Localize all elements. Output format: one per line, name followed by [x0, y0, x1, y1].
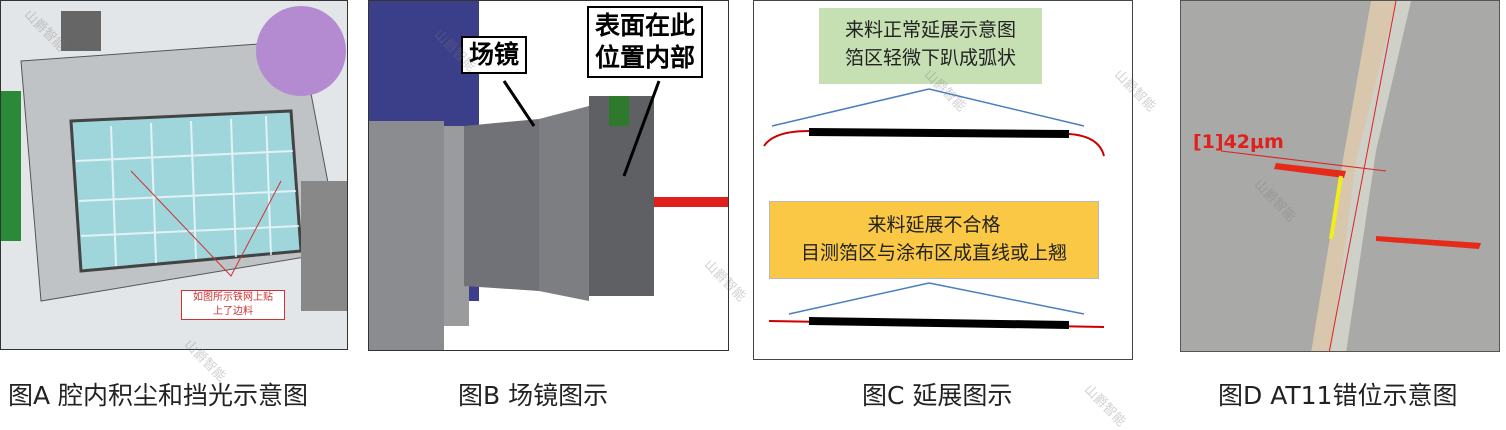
figure-c-extension-diagram: 来料正常延展示意图 箔区轻微下趴成弧状 来料延展不合格 目测箔区与涂布区成直线或… [753, 0, 1133, 360]
watermark: 山爵智能 [1080, 382, 1129, 430]
label-surface-line-1: 表面在此 [595, 11, 696, 40]
label-surface-position: 表面在此 位置内部 [587, 6, 704, 78]
measurement-label: [1]42μm [1193, 131, 1284, 153]
lens-illustration [369, 1, 728, 350]
note-line-2: 上了边料 [213, 306, 253, 317]
caption-c: 图C 延展图示 [862, 381, 1013, 410]
figure-d-misalignment-image: [1]42μm [1180, 0, 1500, 352]
normal-line-1: 来料正常延展示意图 [844, 19, 1016, 41]
normal-extension-box: 来料正常延展示意图 箔区轻微下趴成弧状 [819, 8, 1042, 84]
micrograph-illustration [1220, 1, 1481, 351]
figure-a-chamber-image: 如图所示铁网上贴 上了边料 [0, 0, 348, 350]
chamber-illustration [1, 1, 347, 349]
caption-b: 图B 场镜图示 [458, 381, 609, 410]
bad-line-1: 来料延展不合格 [867, 214, 1001, 236]
caption-d: 图D AT11错位示意图 [1218, 381, 1458, 410]
caption-a: 图A 腔内积尘和挡光示意图 [8, 381, 309, 410]
normal-line-2: 箔区轻微下趴成弧状 [844, 47, 1016, 69]
note-line-1: 如图所示铁网上贴 [193, 292, 273, 303]
unqualified-extension-box: 来料延展不合格 目测箔区与涂布区成直线或上翘 [769, 201, 1099, 279]
figure-b-lens-image: 场镜 表面在此 位置内部 [368, 0, 729, 351]
label-surface-line-2: 位置内部 [595, 43, 696, 72]
annotation-note: 如图所示铁网上贴 上了边料 [181, 290, 285, 320]
label-field-lens: 场镜 [461, 36, 528, 74]
bad-line-2: 目测箔区与涂布区成直线或上翘 [800, 242, 1067, 264]
